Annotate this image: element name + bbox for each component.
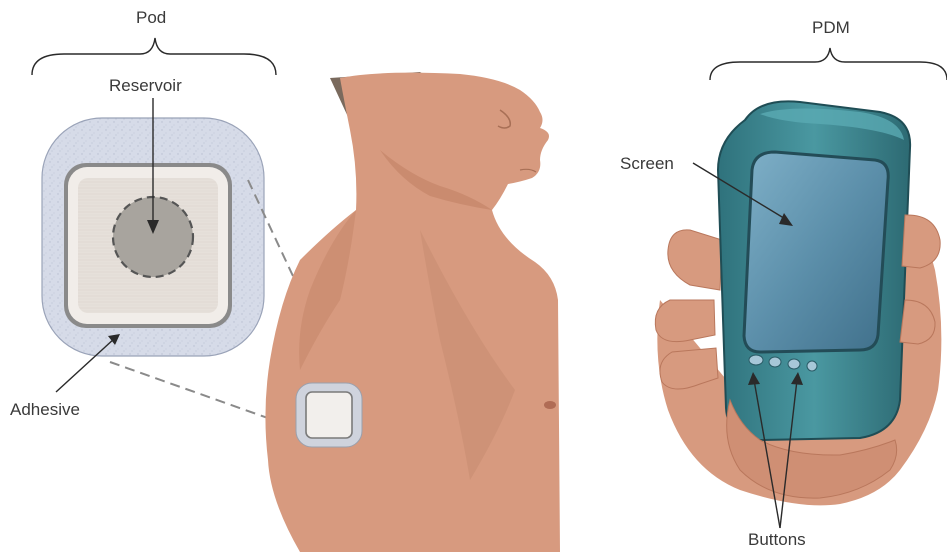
buttons-label: Buttons [748,530,806,550]
pdm-brace [710,48,947,80]
pod-label: Pod [136,8,166,28]
pdm-screen [744,152,888,352]
pod-brace [32,38,276,75]
man-illustration [265,72,560,552]
adhesive-label: Adhesive [10,400,80,420]
pod-on-arm [296,383,362,447]
pdm-illustration [655,101,941,505]
reservoir-label: Reservoir [109,76,182,96]
pdm-label: PDM [812,18,850,38]
screen-label: Screen [620,154,674,174]
